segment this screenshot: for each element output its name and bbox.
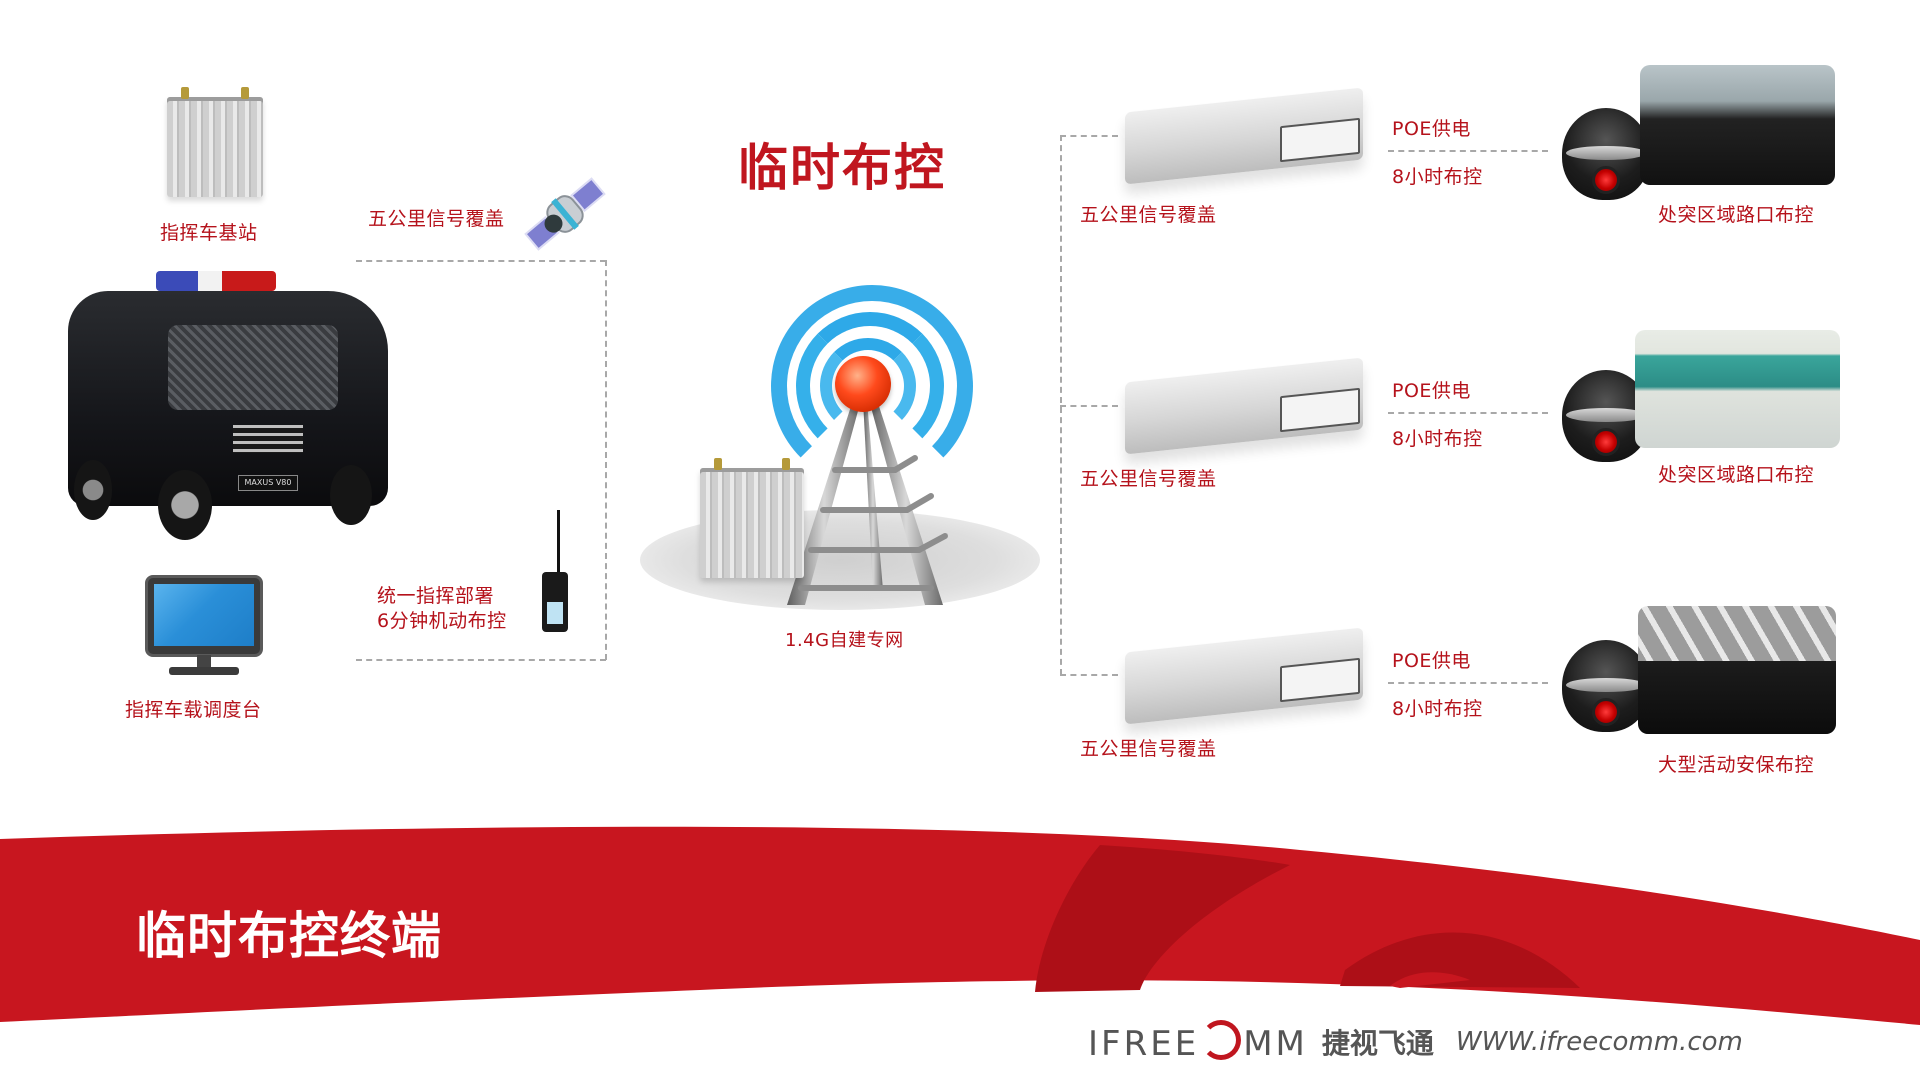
switch-device-icon bbox=[1125, 87, 1363, 185]
scenario-photo-police bbox=[1640, 65, 1835, 185]
deployment-row: 五公里信号覆盖 POE供电 8小时布控 大型活动安保布控 bbox=[1050, 600, 1920, 776]
scenario-photo-stadium bbox=[1638, 606, 1836, 734]
windshield bbox=[168, 325, 338, 410]
scenario-label: 处突区域路口布控 bbox=[1658, 464, 1815, 486]
page-title: 临时布控 bbox=[738, 139, 946, 197]
scenario-label: 大型活动安保布控 bbox=[1658, 754, 1815, 776]
center-section: 1.4G自建专网 bbox=[630, 270, 1050, 670]
satellite-icon bbox=[520, 172, 610, 257]
switch-label: 五公里信号覆盖 bbox=[1080, 468, 1217, 490]
dispatch-console-label: 指挥车载调度台 bbox=[125, 699, 262, 721]
left-section: 指挥车基站 五公里信号覆盖 MAXUS V80 指 bbox=[0, 0, 640, 760]
switch-label: 五公里信号覆盖 bbox=[1080, 738, 1217, 760]
base-station-unit-icon bbox=[700, 458, 804, 578]
scenario-photo-command-center bbox=[1635, 330, 1840, 448]
power-divider bbox=[1388, 150, 1548, 152]
deploy-text-line2: 6分钟机动布控 bbox=[377, 610, 507, 632]
command-vehicle-image: MAXUS V80 bbox=[68, 265, 408, 550]
signal-coverage-label: 五公里信号覆盖 bbox=[368, 208, 505, 230]
bracket-stub-3 bbox=[1060, 674, 1118, 676]
deployment-row: 五公里信号覆盖 POE供电 8小时布控 处突区域路口布控 bbox=[1050, 60, 1920, 230]
power-label: POE供电 bbox=[1392, 650, 1471, 672]
front-wheel-right bbox=[330, 465, 372, 525]
website-url[interactable]: WWW.ifreecomm.com bbox=[1455, 1027, 1743, 1057]
connector-line-bottom bbox=[356, 659, 606, 661]
bracket-stub-1 bbox=[1060, 135, 1118, 137]
logo-ring-icon bbox=[1201, 1020, 1242, 1060]
power-label: POE供电 bbox=[1392, 380, 1471, 402]
dome-camera-icon bbox=[1562, 108, 1650, 200]
switch-label: 五公里信号覆盖 bbox=[1080, 204, 1217, 226]
connector-line-top bbox=[356, 260, 606, 262]
deployment-row: 五公里信号覆盖 POE供电 8小时布控 处突区域路口布控 bbox=[1050, 330, 1920, 500]
duration-label: 8小时布控 bbox=[1392, 428, 1483, 450]
network-label: 1.4G自建专网 bbox=[785, 630, 904, 651]
base-station-icon bbox=[167, 87, 263, 197]
rear-wheel bbox=[74, 460, 112, 520]
deploy-text-line1: 统一指挥部署 bbox=[377, 585, 495, 607]
power-divider bbox=[1388, 682, 1548, 684]
walkie-talkie-icon bbox=[540, 510, 570, 635]
light-bar bbox=[156, 271, 276, 291]
dome-camera-icon bbox=[1562, 640, 1650, 732]
brand-chinese-name: 捷视飞通 bbox=[1321, 1027, 1434, 1060]
power-label: POE供电 bbox=[1392, 118, 1471, 140]
grille bbox=[233, 425, 303, 453]
plate: MAXUS V80 bbox=[238, 475, 298, 491]
power-divider bbox=[1388, 412, 1548, 414]
front-wheel bbox=[158, 470, 212, 540]
switch-device-icon bbox=[1125, 627, 1363, 725]
right-section: 五公里信号覆盖 POE供电 8小时布控 处突区域路口布控 五公里信号覆盖 POE… bbox=[1050, 0, 1920, 780]
scenario-label: 处突区域路口布控 bbox=[1658, 204, 1815, 226]
banner-title: 临时布控终端 bbox=[136, 907, 442, 965]
bracket-stub-2 bbox=[1060, 405, 1118, 407]
duration-label: 8小时布控 bbox=[1392, 698, 1483, 720]
antenna-beacon-icon bbox=[835, 356, 891, 412]
connector-line-right bbox=[605, 260, 607, 660]
duration-label: 8小时布控 bbox=[1392, 166, 1483, 188]
base-station-label: 指挥车基站 bbox=[160, 222, 258, 244]
red-banner-shape bbox=[0, 826, 1920, 1025]
dispatch-console-icon bbox=[145, 575, 265, 680]
switch-device-icon bbox=[1125, 357, 1363, 455]
